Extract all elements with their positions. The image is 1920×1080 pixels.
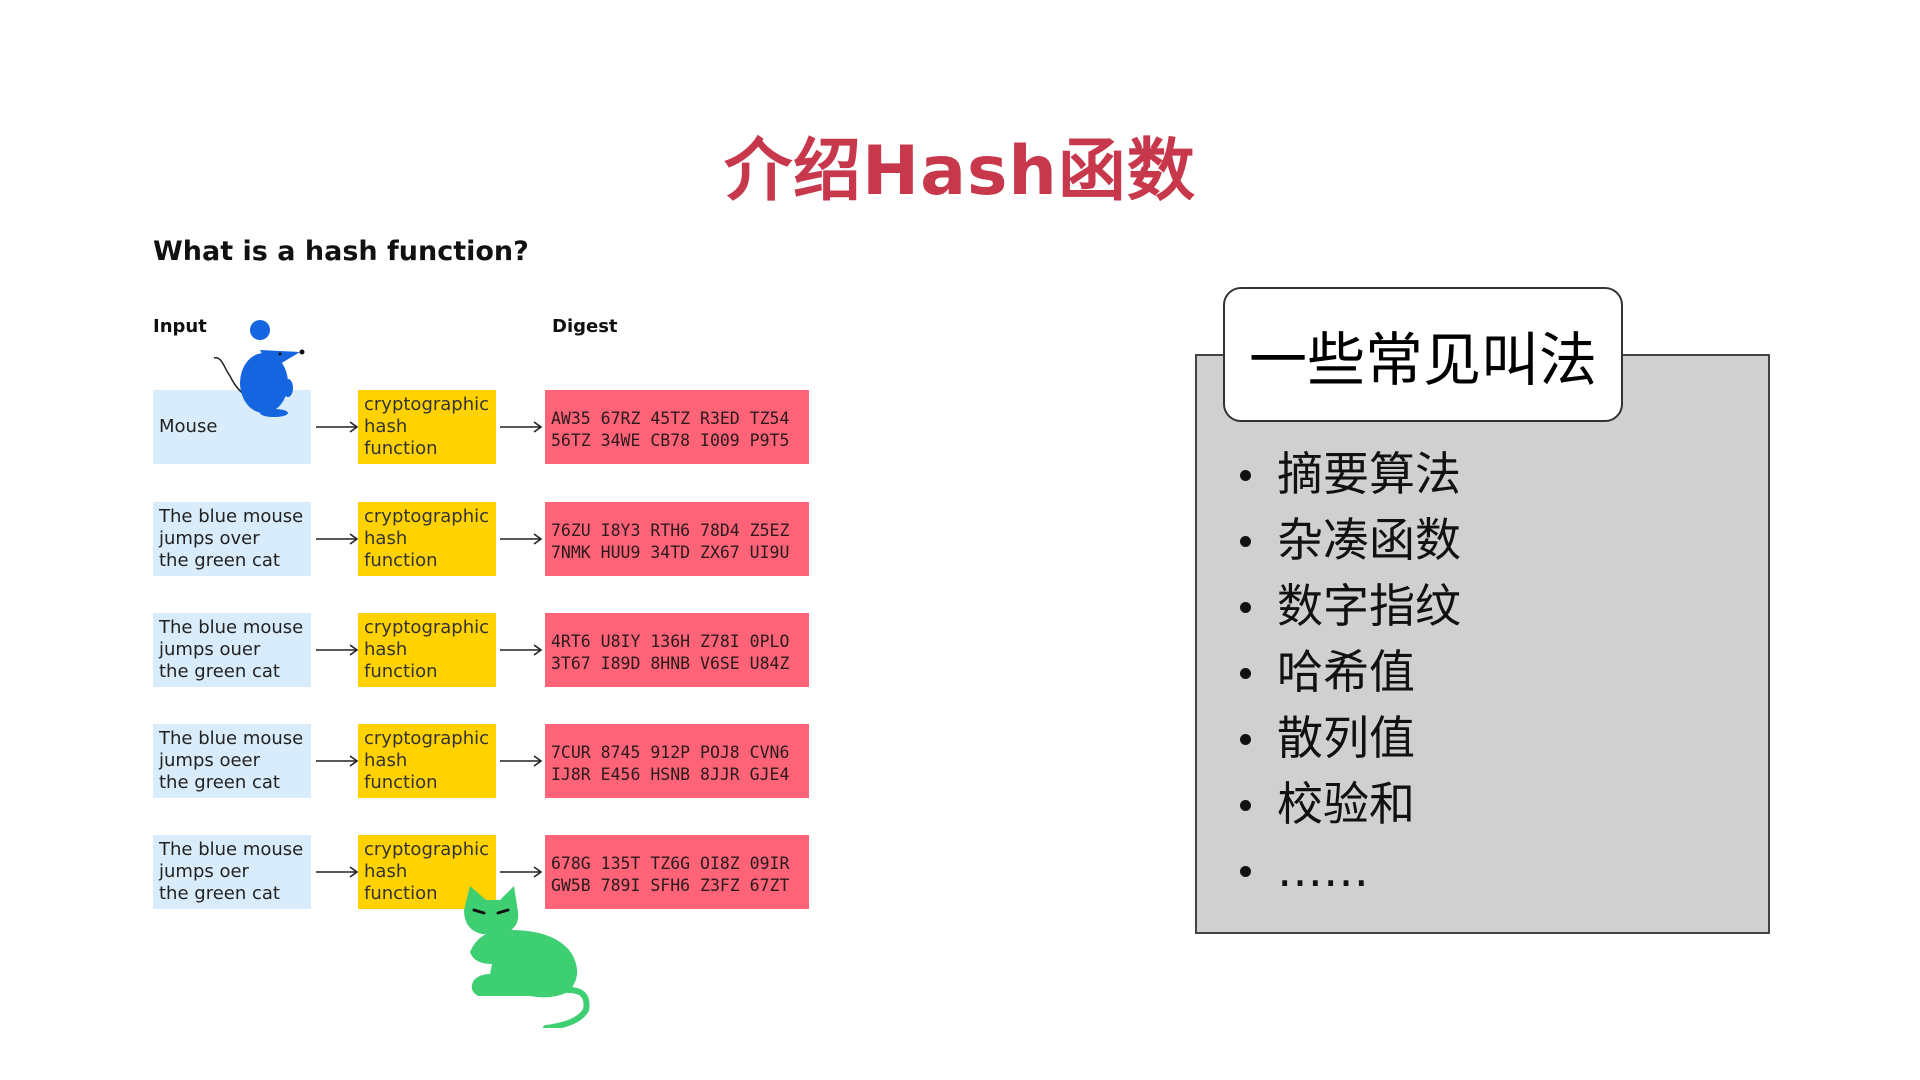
alias-item: 散列值 bbox=[1237, 712, 1461, 778]
alias-item: 校验和 bbox=[1237, 778, 1461, 844]
arrow-icon bbox=[316, 755, 359, 767]
aliases-list: 摘要算法 杂凑函数 数字指纹 哈希值 散列值 校验和 …… bbox=[1237, 448, 1461, 910]
alias-item: 哈希值 bbox=[1237, 646, 1461, 712]
digest-box: 7CUR 8745 912P POJ8 CVN6 IJ8R E456 HSNB … bbox=[545, 724, 809, 798]
hash-row: The blue mouse jumps ouer the green cat … bbox=[153, 613, 813, 687]
hash-function-box: cryptographic hash function bbox=[358, 724, 496, 798]
mouse-icon bbox=[213, 320, 305, 417]
alias-item: 杂凑函数 bbox=[1237, 514, 1461, 580]
digest-box: 76ZU I8Y3 RTH6 78D4 Z5EZ 7NMK HUU9 34TD … bbox=[545, 502, 809, 576]
hash-row: The blue mouse jumps over the green cat … bbox=[153, 502, 813, 576]
input-box: The blue mouse jumps oer the green cat bbox=[153, 835, 311, 909]
arrow-icon bbox=[500, 421, 543, 433]
arrow-icon bbox=[316, 533, 359, 545]
slide-title: 介绍Hash函数 bbox=[724, 132, 1196, 211]
digest-box: AW35 67RZ 45TZ R3ED TZ54 56TZ 34WE CB78 … bbox=[545, 390, 809, 464]
input-box: The blue mouse jumps over the green cat bbox=[153, 502, 311, 576]
arrow-icon bbox=[316, 421, 359, 433]
hash-row: The blue mouse jumps oer the green cat c… bbox=[153, 835, 813, 909]
arrow-icon bbox=[500, 866, 543, 878]
alias-item: 摘要算法 bbox=[1237, 448, 1461, 514]
digest-box: 4RT6 U8IY 136H Z78I 0PLO 3T67 I89D 8HNB … bbox=[545, 613, 809, 687]
diagram-heading: What is a hash function? bbox=[153, 236, 529, 267]
input-box: The blue mouse jumps oeer the green cat bbox=[153, 724, 311, 798]
alias-item: 数字指纹 bbox=[1237, 580, 1461, 646]
arrow-icon bbox=[500, 533, 543, 545]
arrow-icon bbox=[316, 644, 359, 656]
hash-function-box: cryptographic hash function bbox=[358, 390, 496, 464]
aliases-panel bbox=[1195, 354, 1770, 934]
arrow-icon bbox=[500, 755, 543, 767]
input-column-label: Input bbox=[153, 316, 207, 337]
digest-box: 678G 135T TZ6G OI8Z 09IR GW5B 789I SFH6 … bbox=[545, 835, 809, 909]
arrow-icon bbox=[316, 866, 359, 878]
alias-item: …… bbox=[1237, 844, 1461, 910]
hash-row: The blue mouse jumps oeer the green cat … bbox=[153, 724, 813, 798]
input-box: Mouse bbox=[153, 390, 311, 464]
hash-function-box: cryptographic hash function bbox=[358, 613, 496, 687]
input-box: The blue mouse jumps ouer the green cat bbox=[153, 613, 311, 687]
hash-row: Mouse cryptographic hash function AW35 6… bbox=[153, 390, 813, 464]
aliases-title: 一些常见叫法 bbox=[1223, 287, 1623, 422]
cat-icon bbox=[464, 886, 590, 1028]
hash-function-box: cryptographic hash function bbox=[358, 502, 496, 576]
digest-column-label: Digest bbox=[552, 316, 618, 337]
arrow-icon bbox=[500, 644, 543, 656]
